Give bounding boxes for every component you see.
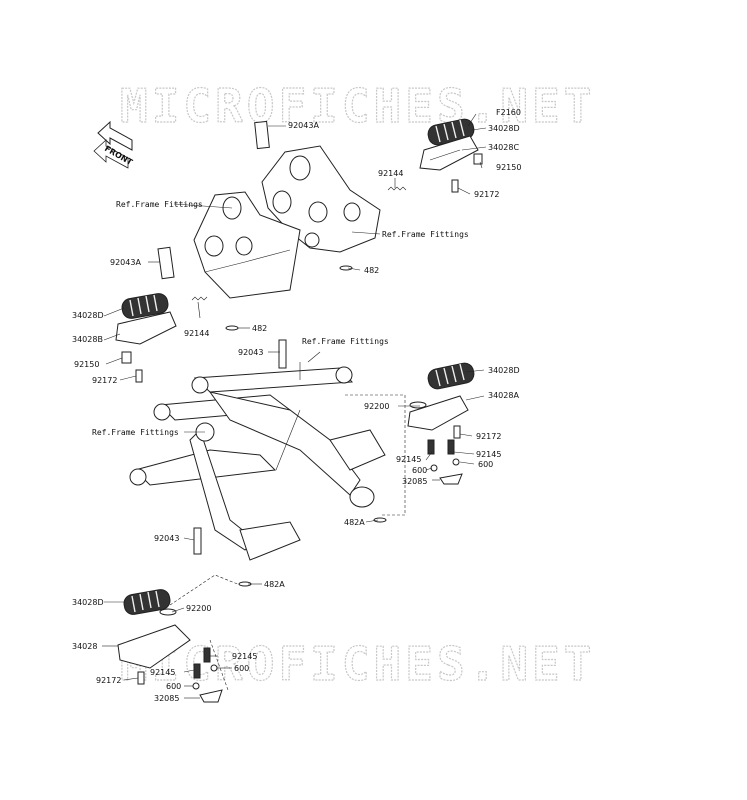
label-482-mid[interactable]: 482 bbox=[252, 324, 267, 333]
plate-32085-low bbox=[199, 689, 223, 703]
label-92145-right-a[interactable]: 92145 bbox=[396, 455, 421, 464]
footpeg-bracket-low bbox=[117, 624, 191, 669]
label-600-low-a[interactable]: 600 bbox=[166, 682, 181, 691]
front-arrow-icon bbox=[93, 120, 133, 169]
washer-92200-low bbox=[159, 608, 177, 616]
label-92172-low[interactable]: 92172 bbox=[96, 676, 121, 685]
rear-subframe bbox=[129, 366, 386, 561]
footpeg-rubber-low bbox=[123, 589, 171, 615]
label-600-low-b[interactable]: 600 bbox=[234, 664, 249, 673]
pin-482a-right bbox=[373, 517, 387, 523]
ball-600-right-a bbox=[430, 464, 438, 472]
label-92200-low[interactable]: 92200 bbox=[186, 604, 211, 613]
label-92172-top[interactable]: 92172 bbox=[474, 190, 499, 199]
label-92150-right[interactable]: 92150 bbox=[496, 163, 521, 172]
ball-600-low-a bbox=[192, 682, 200, 690]
label-92200-right[interactable]: 92200 bbox=[364, 402, 389, 411]
label-34028c[interactable]: 34028C bbox=[488, 143, 519, 152]
label-34028[interactable]: 34028 bbox=[72, 642, 97, 651]
label-92145-right-b[interactable]: 92145 bbox=[476, 450, 501, 459]
plate-32085-right bbox=[439, 473, 463, 485]
leader-lines bbox=[102, 113, 487, 699]
label-34028d-right[interactable]: 34028D bbox=[488, 366, 520, 375]
label-482a-low[interactable]: 482A bbox=[264, 580, 285, 589]
pin-482-mid bbox=[225, 325, 239, 331]
label-f2160[interactable]: F2160 bbox=[496, 108, 521, 117]
label-482-top[interactable]: 482 bbox=[364, 266, 379, 275]
label-92043-low[interactable]: 92043 bbox=[154, 534, 179, 543]
footpeg-bracket-top-right bbox=[419, 135, 479, 171]
label-92144-left[interactable]: 92144 bbox=[184, 329, 209, 338]
label-ref-frame-3[interactable]: Ref.Frame Fittings bbox=[302, 337, 389, 346]
spring-92144-top bbox=[387, 186, 407, 191]
label-92172-right[interactable]: 92172 bbox=[476, 432, 501, 441]
footpeg-rubber-left bbox=[121, 293, 169, 319]
watermark-top: MICROFICHES.NET bbox=[120, 79, 595, 133]
label-ref-frame-4[interactable]: Ref.Frame Fittings bbox=[92, 428, 179, 437]
label-92144-top[interactable]: 92144 bbox=[378, 169, 403, 178]
spring-92144-left bbox=[191, 296, 208, 301]
ball-600-right-b bbox=[452, 458, 460, 466]
washer-92200-right bbox=[409, 401, 427, 409]
label-34028d-left[interactable]: 34028D bbox=[72, 311, 104, 320]
ball-600-low-b bbox=[210, 664, 218, 672]
label-482a-right[interactable]: 482A bbox=[344, 518, 365, 527]
label-92150-left[interactable]: 92150 bbox=[74, 360, 99, 369]
collar-92043a-left bbox=[157, 246, 175, 280]
bolt-92150-left bbox=[121, 351, 132, 364]
spring-92145-low-a bbox=[193, 663, 201, 679]
bolt-92172-top bbox=[451, 179, 459, 193]
label-34028a[interactable]: 34028A bbox=[488, 391, 519, 400]
label-ref-frame-1[interactable]: Ref.Frame Fittings bbox=[116, 200, 203, 209]
footpeg-bracket-right bbox=[407, 395, 469, 431]
label-92043-mid[interactable]: 92043 bbox=[238, 348, 263, 357]
spring-92145-right-a bbox=[427, 439, 435, 455]
label-32085-right[interactable]: 32085 bbox=[402, 477, 427, 486]
label-92145-low-b[interactable]: 92145 bbox=[232, 652, 257, 661]
rear-bracket-right bbox=[261, 145, 381, 253]
label-92043a-top[interactable]: 92043A bbox=[288, 121, 319, 130]
label-34028d-top[interactable]: 34028D bbox=[488, 124, 520, 133]
pin-482-top bbox=[339, 265, 353, 271]
label-32085-low[interactable]: 32085 bbox=[154, 694, 179, 703]
label-92172-left[interactable]: 92172 bbox=[92, 376, 117, 385]
rear-bracket-left bbox=[193, 191, 301, 299]
bolt-92172-low bbox=[137, 671, 145, 685]
label-92043a-left[interactable]: 92043A bbox=[110, 258, 141, 267]
assembly-bracket-right bbox=[345, 394, 406, 516]
collar-92043a-top bbox=[254, 120, 270, 150]
label-92145-low-a[interactable]: 92145 bbox=[150, 668, 175, 677]
collar-92043-mid bbox=[278, 339, 287, 369]
footpeg-rubber-right bbox=[427, 362, 475, 390]
collar-92043-low bbox=[193, 527, 202, 555]
spring-92145-low-b bbox=[203, 647, 211, 663]
label-ref-frame-2[interactable]: Ref.Frame Fittings bbox=[382, 230, 469, 239]
spring-92145-right-b bbox=[447, 439, 455, 455]
bolt-92150-top bbox=[473, 153, 483, 165]
bolt-92172-left bbox=[135, 369, 143, 383]
bolt-92172-right bbox=[453, 425, 461, 439]
watermark-bottom: MICROFICHES.NET bbox=[120, 637, 595, 691]
label-600-right-b[interactable]: 600 bbox=[478, 460, 493, 469]
footpeg-bracket-left bbox=[115, 311, 177, 345]
assembly-bracket-low bbox=[169, 574, 241, 691]
label-600-right-a[interactable]: 600 bbox=[412, 466, 427, 475]
label-34028d-low[interactable]: 34028D bbox=[72, 598, 104, 607]
label-34028b[interactable]: 34028B bbox=[72, 335, 103, 344]
